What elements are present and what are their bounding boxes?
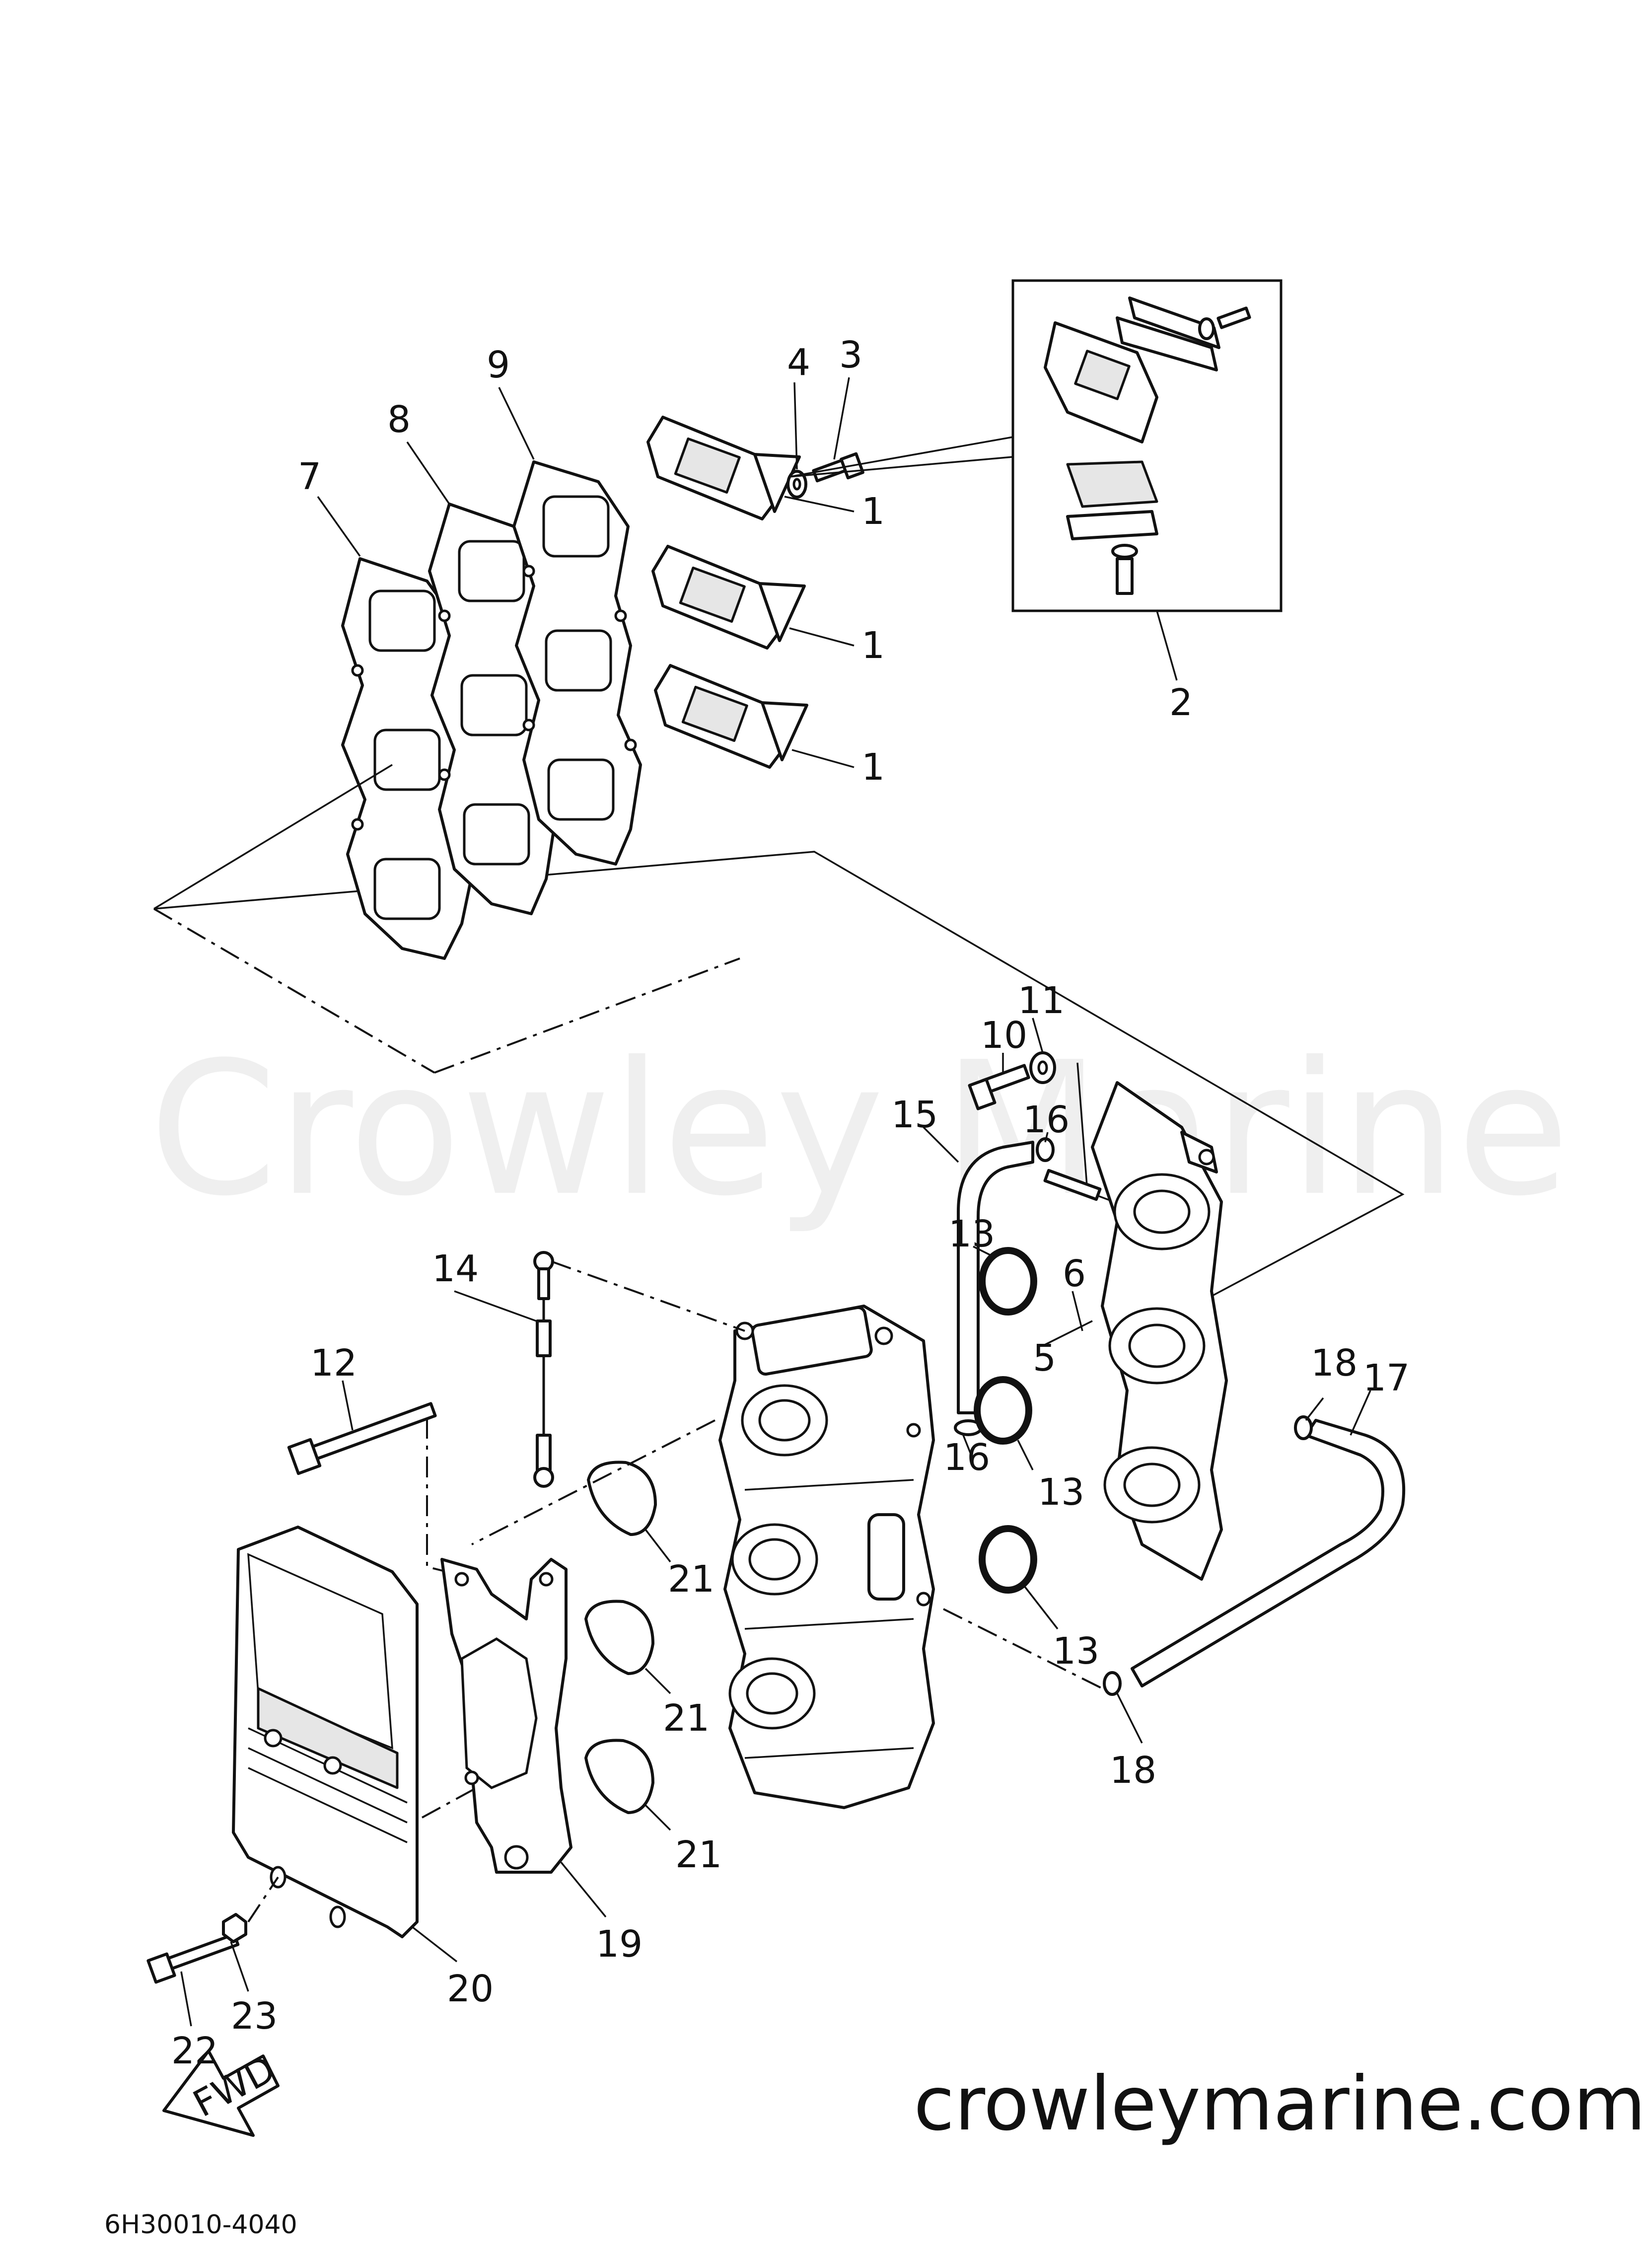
bolt-12 (287, 1402, 437, 1475)
gasket-assembly-line (153, 764, 393, 910)
callout-1-bottom: 1 (861, 746, 885, 789)
callout-19: 19 (596, 1923, 643, 1966)
callout-18-bottom: 18 (1110, 1749, 1156, 1792)
stud-6 (1043, 1169, 1102, 1201)
reed-valve-detail (1044, 296, 1251, 595)
washer-11 (1029, 1051, 1056, 1084)
callout-9: 9 (487, 344, 510, 386)
callout-labels: 1 1 1 2 3 4 5 6 7 8 9 10 11 12 13 13 13 … (171, 334, 1410, 2072)
linkage-leader (551, 1260, 745, 1332)
hose-17 (1131, 1419, 1406, 1687)
callout-4: 4 (787, 341, 810, 384)
assembly-plane-top-left (153, 908, 435, 1074)
cover-leader (422, 1787, 477, 1819)
callout-12: 12 (310, 1342, 357, 1385)
detail-leader-2 (789, 456, 1013, 478)
carb-leader-left (471, 1419, 715, 1545)
detail-leader (789, 436, 1013, 478)
callout-13-bottom: 13 (1053, 1630, 1099, 1673)
clip-18-top (1294, 1415, 1313, 1440)
o-ring-13-top (979, 1247, 1037, 1316)
callout-1-top: 1 (861, 490, 885, 533)
callout-17: 17 (1363, 1357, 1410, 1399)
linkage-rod-14 (533, 1251, 554, 1488)
nut-23 (222, 1913, 247, 1943)
callout-16-top: 16 (1023, 1098, 1070, 1141)
callout-20: 20 (447, 1968, 494, 2010)
callout-15: 15 (891, 1094, 938, 1136)
callout-leaders (180, 377, 1371, 2027)
intake-manifold-5 (1091, 1081, 1228, 1581)
callout-1-middle: 1 (861, 624, 885, 667)
callout-16-bottom: 16 (943, 1436, 990, 1479)
washer-4 (786, 470, 807, 499)
callout-8: 8 (387, 398, 411, 441)
assembly-plane-top-bottom (434, 957, 740, 1074)
bolt-22 (146, 1933, 240, 1984)
reed-valve-1-middle (651, 545, 806, 650)
callout-2: 2 (1169, 681, 1193, 724)
clip-18-bottom (1103, 1671, 1122, 1696)
reed-valve-detail-box (1011, 279, 1283, 612)
gasket-21-middle (584, 1600, 654, 1675)
callout-3: 3 (839, 334, 862, 376)
callout-13-middle: 13 (1038, 1471, 1084, 1514)
o-ring-13-middle (974, 1376, 1032, 1445)
callout-5: 5 (1033, 1337, 1056, 1380)
watermark-text: Crowley Marine (149, 1023, 1570, 1237)
bolt-22-leader (247, 1876, 279, 1923)
callout-13-top: 13 (948, 1213, 995, 1255)
diagram-code: 6H30010-4040 (104, 2210, 297, 2240)
bracket-19 (440, 1558, 572, 1874)
callout-7: 7 (298, 455, 321, 498)
bolt-12-leader (426, 1418, 457, 1575)
callout-6: 6 (1063, 1252, 1086, 1295)
callout-21-bottom: 21 (675, 1833, 722, 1876)
reed-valve-1-top (646, 416, 801, 520)
gasket-9 (512, 460, 642, 866)
callout-21-top: 21 (668, 1558, 714, 1601)
callout-10: 10 (981, 1014, 1027, 1057)
callout-14: 14 (432, 1247, 479, 1290)
site-url-text: crowleymarine.com (914, 2061, 1642, 2147)
callout-leader-2 (1156, 610, 1178, 681)
callout-18-top: 18 (1311, 1342, 1357, 1385)
reed-valve-1-bottom (654, 664, 808, 769)
callout-21-middle: 21 (663, 1697, 710, 1740)
callout-11: 11 (1018, 979, 1065, 1022)
gasket-21-top (587, 1461, 657, 1536)
callout-23: 23 (231, 1995, 278, 2038)
carburetor-assembly (718, 1305, 935, 1809)
callout-22: 22 (171, 2030, 218, 2072)
bolt-10 (968, 1064, 1030, 1110)
o-ring-13-bottom (979, 1525, 1037, 1594)
hose-15 (957, 1141, 1034, 1414)
carb-leader-right (943, 1608, 1103, 1689)
gasket-21-bottom (584, 1739, 654, 1814)
silencer-cover-20 (232, 1526, 419, 1938)
